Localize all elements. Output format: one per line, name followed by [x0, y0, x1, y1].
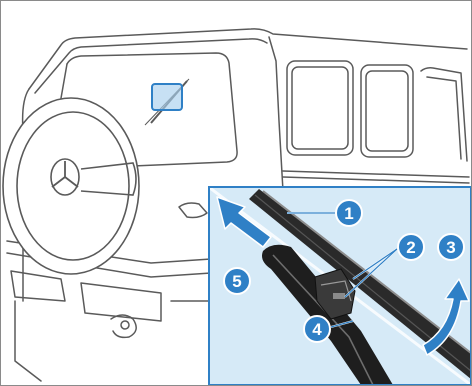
callout-5-label: 5: [232, 272, 241, 291]
callout-4: 4: [304, 316, 330, 342]
callout-1-label: 1: [344, 204, 353, 223]
callout-3: 3: [438, 234, 464, 260]
callout-1: 1: [336, 200, 362, 226]
callout-2: 2: [398, 234, 424, 260]
callout-5: 5: [224, 268, 250, 294]
callout-3-label: 3: [446, 238, 455, 257]
spare-wheel: [3, 98, 139, 274]
callout-2-label: 2: [406, 238, 415, 257]
detail-highlight-box: [152, 84, 182, 110]
detail-inset: 1 2 3 4 5: [209, 187, 471, 385]
callout-4-label: 4: [312, 320, 322, 339]
